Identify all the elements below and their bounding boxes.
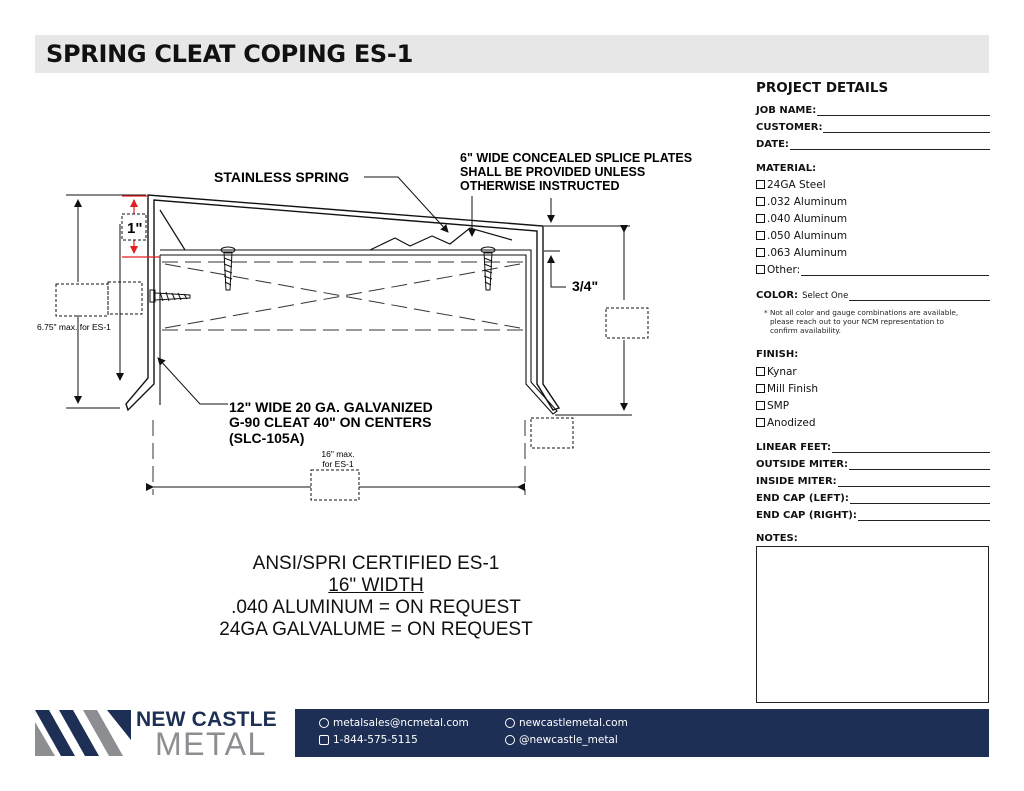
end-cap-left-field[interactable]: END CAP (LEFT): — [756, 490, 990, 504]
finish-option-kynar[interactable]: Kynar — [756, 365, 797, 378]
email-icon — [319, 718, 329, 728]
cert-line-1: ANSI/SPRI CERTIFIED ES-1 — [252, 553, 500, 574]
checkbox[interactable] — [756, 180, 765, 189]
material-option-032-aluminum[interactable]: .032 Aluminum — [756, 195, 847, 208]
job-name-label: JOB NAME: — [756, 105, 817, 116]
job-name-field[interactable]: JOB NAME: — [756, 102, 990, 116]
splice-callout-1: 6" WIDE CONCEALED SPLICE PLATES — [460, 151, 692, 165]
cleat-callout-1: 12" WIDE 20 GA. GALVANIZED — [229, 399, 433, 415]
finish-option-anodized[interactable]: Anodized — [756, 416, 815, 429]
social-link[interactable]: @newcastle_metal — [505, 734, 618, 746]
cert-line-3: .040 ALUMINUM = ON REQUEST — [231, 597, 521, 618]
color-select-value[interactable]: Select One — [802, 291, 849, 301]
footer: NEW CASTLE METAL metalsales@ncmetal.com … — [35, 708, 989, 762]
checkbox[interactable] — [756, 265, 765, 274]
checkbox[interactable] — [756, 197, 765, 206]
material-option-24ga-steel[interactable]: 24GA Steel — [756, 178, 826, 191]
phone-link[interactable]: 1-844-575-5115 — [319, 734, 418, 746]
job-name-line[interactable] — [817, 105, 990, 116]
checkbox[interactable] — [756, 231, 765, 240]
screw-top-left — [220, 246, 236, 291]
coping-cap — [125, 194, 561, 412]
cleat-callout-2: G-90 CLEAT 40" ON CENTERS — [229, 414, 431, 430]
contact-bar: metalsales@ncmetal.com 1-844-575-5115 ne… — [295, 709, 989, 757]
checkbox[interactable] — [756, 214, 765, 223]
inside-miter-field[interactable]: INSIDE MITER: — [756, 473, 990, 487]
project-details-heading: PROJECT DETAILS — [756, 80, 889, 96]
website-link[interactable]: newcastlemetal.com — [505, 717, 628, 729]
cleat-callout-3: (SLC-105A) — [229, 430, 304, 446]
max-height-label: 6.75" max. for ES-1 — [37, 322, 111, 332]
cert-line-4: 24GA GALVALUME = ON REQUEST — [219, 619, 533, 640]
other-line[interactable] — [801, 264, 990, 276]
customer-field[interactable]: CUSTOMER: — [756, 119, 990, 133]
height-dimension — [66, 194, 146, 409]
checkbox[interactable] — [756, 401, 765, 410]
notes-textarea[interactable] — [756, 546, 989, 703]
material-label: MATERIAL: — [756, 163, 817, 174]
spring-callout: STAINLESS SPRING — [214, 169, 349, 185]
checkbox[interactable] — [756, 418, 765, 427]
color-availability-note: * Not all color and gauge combinations a… — [764, 308, 959, 335]
stainless-spring — [159, 209, 513, 251]
new-castle-metal-logo: NEW CASTLE METAL — [35, 708, 297, 762]
title-bar: SPRING CLEAT COPING ES-1 — [35, 35, 989, 73]
notes-label: NOTES: — [756, 533, 798, 544]
finish-label: FINISH: — [756, 349, 799, 360]
width-label-2: for ES-1 — [322, 459, 353, 469]
one-inch-dimension — [122, 195, 160, 258]
color-line[interactable] — [849, 290, 990, 301]
date-line[interactable] — [789, 139, 990, 150]
material-option-063-aluminum[interactable]: .063 Aluminum — [756, 246, 847, 259]
end-cap-right-field[interactable]: END CAP (RIGHT): — [756, 507, 990, 521]
screw-top-right — [480, 246, 496, 291]
instagram-icon — [505, 735, 515, 745]
material-option-040-aluminum[interactable]: .040 Aluminum — [756, 212, 847, 225]
certification-block: ANSI/SPRI CERTIFIED ES-1 16" WIDTH .040 … — [200, 553, 552, 641]
width-label-1: 16" max. — [321, 449, 354, 459]
date-field[interactable]: DATE: — [756, 136, 990, 150]
date-label: DATE: — [756, 139, 789, 150]
color-label: COLOR: — [756, 290, 799, 301]
coping-section-drawing: 6.75" max. for ES-1 1" 3/4" 16" max. for… — [37, 151, 692, 501]
three-quarter-label: 3/4" — [572, 278, 598, 294]
screw-side — [149, 289, 191, 303]
cert-line-2: 16" WIDTH — [328, 575, 424, 596]
splice-callout-2: SHALL BE PROVIDED UNLESS — [460, 165, 645, 179]
phone-icon — [319, 735, 329, 745]
globe-icon — [505, 718, 515, 728]
color-select[interactable]: COLOR:Select One — [756, 287, 990, 301]
material-option-050-aluminum[interactable]: .050 Aluminum — [756, 229, 847, 242]
outside-miter-field[interactable]: OUTSIDE MITER: — [756, 456, 990, 470]
splice-callout-3: OTHERWISE INSTRUCTED — [460, 179, 620, 193]
checkbox[interactable] — [756, 248, 765, 257]
logo-text-metal: METAL — [155, 726, 267, 762]
customer-line[interactable] — [823, 122, 990, 133]
logo-mark-icon — [35, 710, 131, 756]
linear-feet-field[interactable]: LINEAR FEET: — [756, 439, 990, 453]
page-title: SPRING CLEAT COPING ES-1 — [46, 40, 413, 68]
one-inch-label: 1" — [127, 220, 142, 237]
finish-option-smp[interactable]: SMP — [756, 399, 789, 412]
customer-label: CUSTOMER: — [756, 122, 823, 133]
checkbox[interactable] — [756, 384, 765, 393]
finish-option-mill[interactable]: Mill Finish — [756, 382, 818, 395]
material-option-other[interactable]: Other: — [756, 263, 990, 276]
checkbox[interactable] — [756, 367, 765, 376]
substrate-dashed — [152, 261, 526, 495]
three-quarter-dimension — [544, 198, 632, 416]
email-link[interactable]: metalsales@ncmetal.com — [319, 717, 469, 729]
logo-text-new-castle: NEW CASTLE — [136, 708, 277, 731]
cleat — [159, 249, 558, 415]
